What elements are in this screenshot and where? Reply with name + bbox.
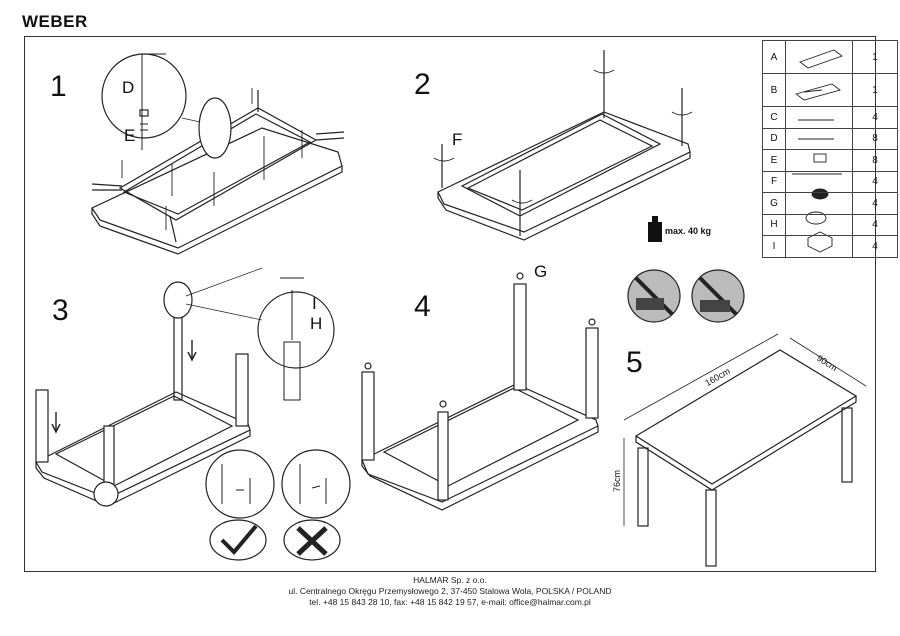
label-d: D: [122, 78, 135, 97]
part-qty: 4: [852, 235, 898, 258]
product-title: WEBER: [22, 12, 88, 31]
tabletop-icon: [785, 40, 853, 74]
instruction-frame: [24, 36, 876, 572]
bolt-icon: [785, 170, 853, 193]
screw-icon: [785, 127, 853, 150]
part-qty: 4: [852, 192, 898, 215]
part-code: C: [762, 106, 786, 129]
leg-icon: [785, 106, 853, 129]
part-qty: 8: [852, 149, 898, 172]
step-5-number: 5: [626, 346, 643, 379]
step-4-number: 4: [414, 290, 431, 323]
part-qty: 4: [852, 213, 898, 236]
label-g: G: [534, 262, 548, 281]
part-code: B: [762, 73, 786, 107]
nut-icon: [785, 235, 853, 258]
dowel-icon: [785, 149, 853, 172]
step-3-number: 3: [52, 294, 69, 327]
step5-table: [623, 333, 867, 567]
frame-icon: [785, 73, 853, 107]
footer-address: ul. Centralnego Okręgu Przemysłowego 2, …: [288, 586, 612, 596]
part-qty: 8: [852, 127, 898, 150]
footer-contact: tel. +48 15 843 28 10, fax: +48 15 842 1…: [309, 597, 591, 607]
label-h: H: [310, 314, 323, 333]
part-qty: 4: [852, 106, 898, 129]
part-code: A: [762, 40, 786, 74]
step1-detail-circle: [101, 53, 187, 139]
label-f: F: [452, 130, 463, 149]
correct-icon: [209, 519, 267, 561]
part-qty: 1: [852, 40, 898, 74]
part-code: I: [762, 235, 786, 258]
step1-tabletop: [91, 90, 345, 255]
part-qty: 4: [852, 170, 898, 193]
label-e: E: [124, 126, 136, 145]
part-code: G: [762, 192, 786, 215]
label-i: I: [312, 294, 317, 313]
glide-icon: [785, 192, 853, 215]
weight-icon: [648, 216, 662, 242]
washer-icon: [785, 213, 853, 236]
no-climb-icon: [691, 269, 745, 323]
max-load-label: max. 40 kg: [665, 226, 712, 236]
part-code: D: [762, 127, 786, 150]
step1-small-detail: [198, 97, 232, 159]
part-code: F: [762, 170, 786, 193]
part-code: H: [762, 213, 786, 236]
footer-company: HALMAR Sp. z o.o.: [413, 575, 487, 585]
step-1-number: 1: [50, 70, 67, 103]
step3-detail-circle: [257, 291, 335, 369]
dimension-height: 76cm: [612, 469, 623, 493]
part-code: E: [762, 149, 786, 172]
step-2-number: 2: [414, 68, 431, 101]
incorrect-icon: [283, 519, 341, 561]
part-qty: 1: [852, 73, 898, 107]
step2-tabletop: [433, 50, 693, 241]
no-stand-icon: [627, 269, 681, 323]
step4-table: [361, 272, 599, 511]
step3-tabletop: [35, 309, 251, 507]
